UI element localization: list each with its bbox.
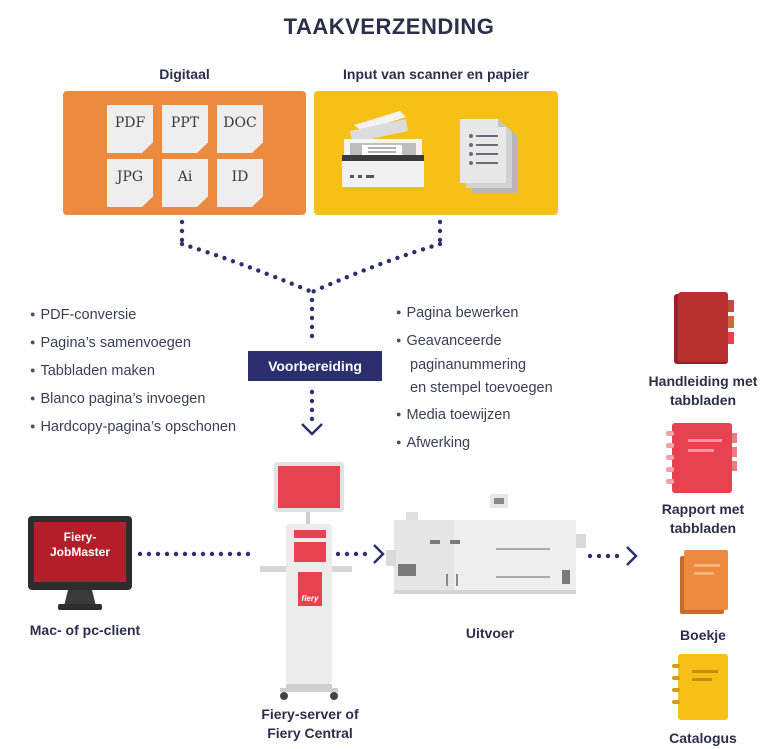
report-notebook-icon [666, 423, 737, 493]
monitor-icon [28, 516, 132, 610]
jpg-file-icon: JPG [107, 159, 153, 207]
digital-panel: PDF PPT DOC JPG Ai ID [63, 91, 306, 215]
prep-right-list: Pagina bewerken Geavanceerde paginanumme… [396, 302, 553, 456]
pdf-file-icon: PDF [107, 105, 153, 153]
fiery-logo: fiery [301, 594, 319, 603]
list-item: Hardcopy-pagina’s opschonen [30, 414, 236, 442]
list-item: Afwerking [396, 432, 553, 456]
page-title: TAAKVERZENDING [283, 14, 495, 39]
server-label: Fiery-server of Fiery Central [261, 706, 359, 741]
catalog-notebook-icon [672, 654, 728, 720]
manual-binder-icon [674, 292, 734, 364]
paper-stack-icon [460, 119, 518, 193]
client-label: Mac- of pc-client [29, 622, 141, 638]
product-label: Boekje [680, 627, 726, 643]
product-label: Catalogus [669, 730, 737, 746]
scanner-icon [342, 111, 518, 193]
list-item: Media toewijzen [396, 404, 553, 428]
booklet-icon [680, 550, 728, 614]
list-item: Tabbladen maken [30, 358, 236, 386]
id-file-icon: ID [217, 159, 263, 207]
scanner-label: Input van scanner en papier [343, 66, 529, 82]
output-label: Uitvoer [465, 625, 515, 641]
scanner-panel [314, 91, 558, 215]
list-item: PDF-conversie [30, 302, 236, 330]
list-item-continuation: paginanummering [410, 357, 527, 373]
ai-file-icon: Ai [162, 159, 208, 207]
prep-left-list: PDF-conversie Pagina’s samenvoegen Tabbl… [30, 302, 236, 442]
list-item: Pagina’s samenvoegen [30, 330, 236, 358]
preparation-box: Voorbereiding [248, 351, 382, 381]
list-item: Pagina bewerken [396, 302, 553, 326]
monitor-screen-text: Fiery- JobMaster [49, 530, 111, 559]
doc-file-icon: DOC [217, 105, 263, 153]
product-label: Rapport met tabbladen [661, 501, 745, 536]
digital-label: Digitaal [159, 66, 210, 82]
list-item: Blanco pagina’s invoegen [30, 386, 236, 414]
product-label: Handleiding met tabbladen [648, 373, 758, 408]
list-item: Geavanceerde [396, 330, 553, 354]
ppt-file-icon: PPT [162, 105, 208, 153]
fiery-server-icon [260, 462, 352, 700]
printer-icon [386, 494, 586, 594]
list-item-continuation: en stempel toevoegen [410, 380, 553, 396]
